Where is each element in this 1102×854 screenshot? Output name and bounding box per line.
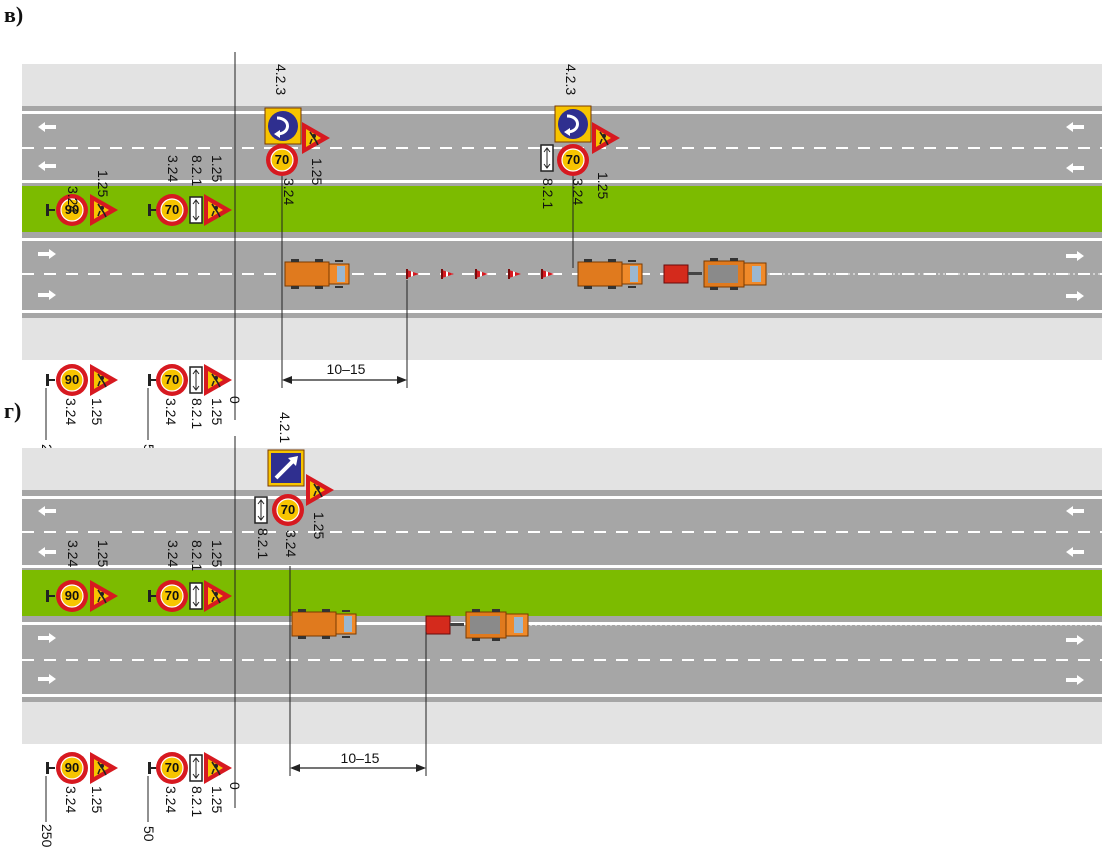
sign-code: 8.2.1: [540, 178, 556, 209]
speed-value: 70: [281, 502, 295, 517]
post-icon: [46, 762, 55, 774]
sign-code: 3.24: [281, 178, 297, 205]
sign-code: 1.25: [209, 155, 225, 182]
sign-code: 3.24: [65, 186, 81, 213]
sign-code: 4.2.1: [277, 412, 293, 443]
distance-plate-icon: [254, 496, 268, 524]
sign-code: 3.24: [63, 786, 79, 813]
sign-code: 4.2.3: [563, 64, 579, 95]
post-icon: [148, 762, 157, 774]
roadworks-sign-icon: [203, 363, 233, 397]
sign-code: 8.2.1: [189, 398, 205, 429]
distance-label: 50: [141, 826, 157, 842]
sign-code: 3.24: [283, 530, 299, 557]
sign-code: 8.2.1: [189, 155, 205, 186]
shoulder-bottom: [22, 702, 1102, 744]
speed-value: 90: [65, 202, 79, 217]
shoulder-bottom: [22, 318, 1102, 360]
roadworks-sign-icon: [89, 751, 119, 785]
speed-value: 70: [165, 760, 179, 775]
roadworks-sign-icon: [203, 751, 233, 785]
sign-code: 8.2.1: [189, 786, 205, 817]
distance-plate-icon: [189, 196, 203, 224]
gap-dimension-label: 10–15: [341, 750, 380, 766]
panel-letter: в): [4, 2, 23, 27]
speed-value: 70: [165, 372, 179, 387]
speed-value: 70: [566, 152, 580, 167]
sign-code: 1.25: [95, 170, 111, 197]
sign-code: 3.24: [570, 178, 586, 205]
sign-code: 3.24: [63, 398, 79, 425]
speed-value: 70: [165, 202, 179, 217]
carriageway-left: [22, 490, 1102, 570]
roadworks-sign-icon: [89, 363, 119, 397]
distance-plate-icon: [189, 366, 203, 394]
sign-code: 4.2.3: [273, 64, 289, 95]
detour-sign-icon: [266, 448, 306, 488]
sign-code: 3.24: [165, 540, 181, 567]
utility-truck: [284, 258, 350, 290]
utility-truck: [291, 608, 357, 640]
sign-code: 3.24: [163, 786, 179, 813]
post-icon: [148, 374, 157, 386]
gap-dimension-label: 10–15: [327, 361, 366, 377]
panel-v: в) 90 3.24 1.25 70 3: [4, 2, 1102, 468]
sign-code: 1.25: [89, 786, 105, 813]
distance-plate-icon: [189, 582, 203, 610]
speed-value: 90: [65, 588, 79, 603]
distance-label: 0: [227, 782, 243, 790]
detour-sign-icon: [263, 106, 303, 146]
distance-label: 250: [39, 824, 55, 848]
sign-code: 1.25: [209, 540, 225, 567]
detour-sign-icon: [553, 104, 593, 144]
sign-code: 8.2.1: [255, 528, 271, 559]
shoulder-top: [22, 64, 1102, 106]
panel-letter: г): [4, 398, 21, 423]
sign-code: 1.25: [95, 540, 111, 567]
sign-code: 3.24: [65, 540, 81, 567]
speed-value: 70: [165, 588, 179, 603]
sign-code: 1.25: [89, 398, 105, 425]
sign-code: 3.24: [165, 155, 181, 182]
sign-code: 1.25: [309, 158, 325, 185]
sign-code: 1.25: [209, 398, 225, 425]
speed-value: 90: [65, 372, 79, 387]
distance-label: 0: [227, 396, 243, 404]
sign-code: 3.24: [163, 398, 179, 425]
post-icon: [46, 374, 55, 386]
sign-code: 1.25: [209, 786, 225, 813]
speed-value: 70: [275, 152, 289, 167]
speed-value: 90: [65, 760, 79, 775]
panel-g: г) 90 3.24 1.25 70 3.24 8.2.1: [4, 398, 1102, 848]
shoulder-top: [22, 448, 1102, 490]
sign-code: 1.25: [595, 172, 611, 199]
utility-truck: [577, 258, 643, 290]
distance-plate-icon: [189, 754, 203, 782]
distance-plate-icon: [540, 144, 554, 172]
sign-code: 1.25: [311, 512, 327, 539]
sign-code: 8.2.1: [189, 540, 205, 571]
